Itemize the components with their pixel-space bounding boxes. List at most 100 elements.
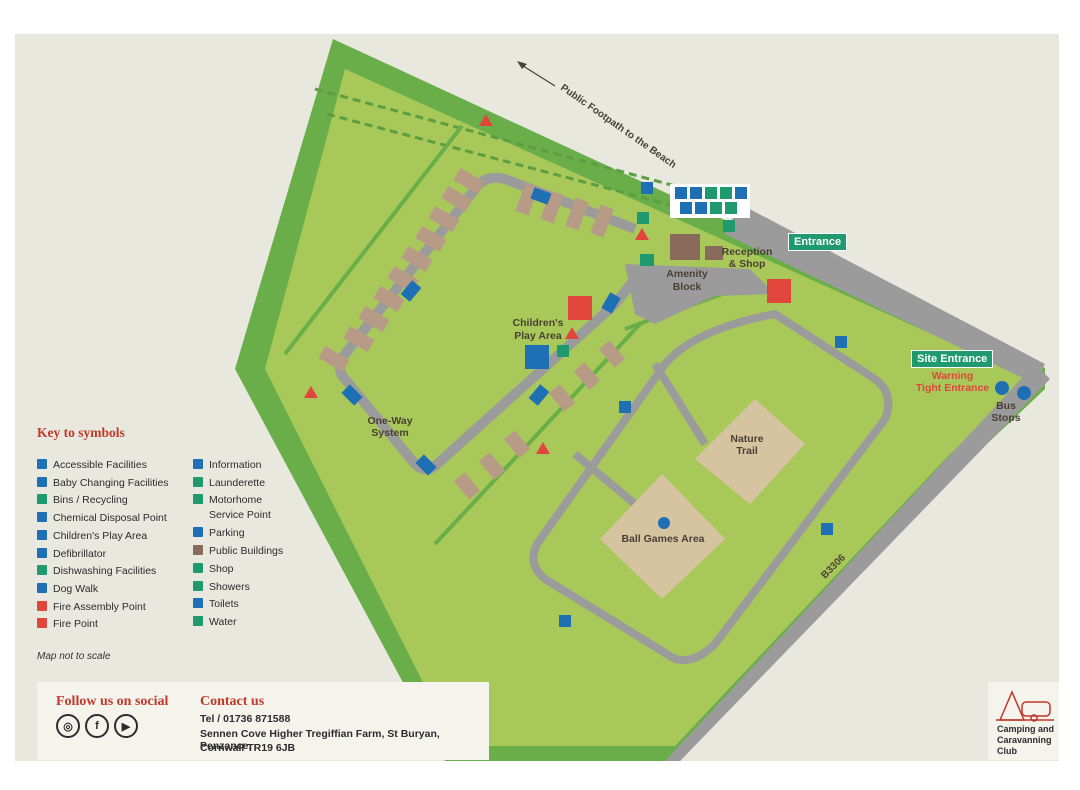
contact-footer: Follow us on social ◎ f ▶ Contact us Tel…	[37, 682, 489, 760]
play-area-marker	[525, 345, 549, 369]
bus-stop-icon-1	[995, 381, 1009, 395]
childrens-play-label: Children's Play Area	[512, 317, 564, 342]
parking-icon	[193, 527, 203, 538]
key-item: Showers	[193, 580, 250, 595]
key-item-label: Dog Walk	[53, 582, 99, 595]
water-icon	[193, 615, 203, 626]
defibrillator-icon	[37, 547, 47, 558]
facility-icons	[675, 187, 747, 214]
toilets-icon	[193, 598, 203, 609]
key-item: Motorhome Service Point	[193, 493, 271, 523]
tent-caravan-icon	[996, 690, 1054, 722]
key-item: Parking	[193, 526, 245, 541]
key-item: Bins / Recycling	[37, 493, 128, 508]
key-item: Shop	[193, 562, 234, 577]
one-way-label: One-Way System	[367, 415, 413, 439]
fire-point-icon	[37, 618, 47, 629]
contact-address-2: Cornwall TR19 6JB	[200, 742, 296, 754]
key-item: Fire Point	[37, 617, 98, 632]
ball-games-label: Ball Games Area	[621, 533, 705, 545]
reception-shop-label: Reception & Shop	[721, 246, 773, 270]
facebook-icon[interactable]: f	[85, 714, 109, 738]
logo-text: Camping and Caravanning Club	[997, 724, 1055, 756]
motorhome-marker	[640, 254, 654, 266]
accessible-icon	[37, 459, 47, 469]
dishwashing-icon	[37, 565, 47, 576]
key-item: Chemical Disposal Point	[37, 511, 167, 526]
shop-icon	[193, 562, 203, 573]
warning-tight-entrance: Warning Tight Entrance	[915, 370, 990, 394]
bus-stop-icon-2	[1017, 386, 1031, 400]
key-item: Defibrillator	[37, 547, 106, 562]
dog-walk-icon	[37, 582, 47, 593]
bins-icon	[37, 494, 47, 505]
key-item-label: Chemical Disposal Point	[53, 512, 167, 525]
water-marker-2	[557, 345, 569, 357]
water-marker-1	[637, 212, 649, 224]
public-buildings-icon	[193, 545, 203, 556]
contact-title: Contact us	[200, 694, 265, 709]
fire-assembly-icon	[37, 600, 47, 611]
key-item: Dog Walk	[37, 582, 98, 597]
key-item: Toilets	[193, 597, 239, 612]
key-item-label: Shop	[209, 562, 234, 575]
social-title: Follow us on social	[56, 694, 169, 709]
shop-marker	[723, 220, 735, 232]
key-item-label: Motorhome Service Point	[209, 494, 271, 522]
map-canvas: Public Footpath to the Beach B3306 Ameni…	[15, 34, 1059, 761]
bus-stops-label: Bus Stops	[991, 400, 1021, 424]
key-item-label: Launderette	[209, 476, 266, 489]
key-item-label: Fire Assembly Point	[53, 600, 146, 613]
site-inner-field	[265, 69, 1030, 746]
fire-assembly-marker-1	[568, 296, 592, 320]
site-map: Public Footpath to the Beach B3306	[235, 39, 1050, 761]
contact-address-1: Sennen Cove Higher Tregiffian Farm, St B…	[200, 728, 440, 752]
one-way-arrows	[341, 187, 621, 476]
b3306-road	[665, 364, 1050, 761]
motorhome-icon	[193, 494, 203, 505]
key-item: Fire Assembly Point	[37, 600, 146, 615]
information-icon	[193, 459, 203, 469]
launderette-icon	[193, 476, 203, 487]
youtube-icon[interactable]: ▶	[114, 714, 138, 738]
key-item: Baby Changing Facilities	[37, 476, 169, 491]
key-item-label: Public Buildings	[209, 545, 284, 558]
ball-games-area	[600, 474, 725, 599]
play-area-icon	[37, 529, 47, 540]
key-item-label: Dishwashing Facilities	[53, 565, 157, 578]
key-item-label: Defibrillator	[53, 547, 107, 560]
scale-note: Map not to scale	[37, 651, 111, 662]
key-item-label: Water	[209, 615, 237, 628]
instagram-icon[interactable]: ◎	[56, 714, 80, 738]
site-entrance-sign: Site Entrance	[911, 350, 994, 368]
baby-changing-icon	[37, 476, 47, 487]
amenity-block-label: Amenity Block	[666, 268, 708, 293]
parking-marker	[641, 182, 653, 194]
amenity-block-building	[670, 234, 723, 260]
key-item: Water	[193, 615, 237, 630]
key-item: Public Buildings	[193, 544, 283, 559]
key-item-label: Parking	[209, 527, 245, 540]
key-item: Children's Play Area	[37, 529, 147, 544]
key-item-label: Accessible Facilities	[53, 459, 147, 471]
key-item-label: Bins / Recycling	[53, 494, 128, 507]
key-item-label: Fire Point	[53, 618, 98, 631]
ball-games-marker	[658, 517, 670, 529]
nature-trail-label: Nature Trail	[730, 433, 764, 457]
key-item: Accessible Facilities	[37, 458, 147, 473]
fire-point-markers	[304, 114, 649, 454]
nature-trail-area	[695, 399, 805, 504]
contact-tel: Tel / 01736 871588	[200, 713, 291, 725]
key-item-label: Showers	[209, 580, 250, 593]
key-item-label: Children's Play Area	[53, 529, 148, 542]
fire-assembly-marker-2	[767, 279, 791, 303]
key-item: Information	[193, 458, 262, 473]
key-item: Dishwashing Facilities	[37, 564, 156, 579]
key-item-label: Toilets	[209, 598, 239, 611]
key-title: Key to symbols	[37, 425, 125, 440]
showers-icon	[193, 580, 203, 591]
pitches	[318, 167, 626, 500]
chemical-disposal-icon	[37, 512, 47, 523]
key-item-label: Information	[209, 459, 262, 471]
key-item-label: Baby Changing Facilities	[53, 476, 169, 489]
